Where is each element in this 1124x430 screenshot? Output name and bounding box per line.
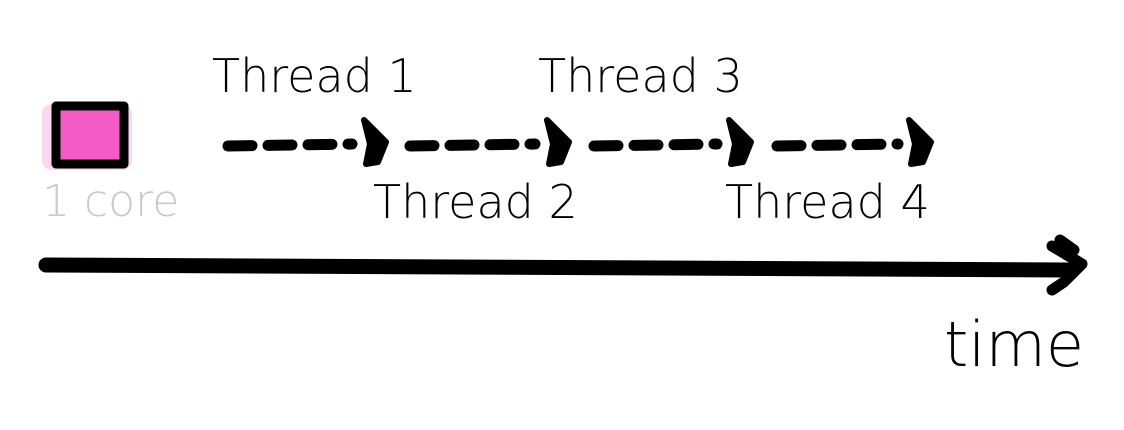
time-axis-arrowhead-icon <box>1046 234 1088 296</box>
thread-3-dashes <box>588 138 723 152</box>
thread-3-label: Thread 3 <box>538 49 743 103</box>
thread-1-label: Thread 1 <box>212 49 417 103</box>
thread-1-segment <box>222 117 389 167</box>
thread-2-arrowhead-icon <box>544 117 572 167</box>
thread-3-arrowhead-icon <box>726 117 754 167</box>
thread-2-dashes <box>404 138 541 152</box>
thread-4-label: Thread 4 <box>725 175 930 229</box>
time-axis <box>38 234 1088 296</box>
core-square <box>51 101 129 169</box>
thread-4-dashes <box>771 138 904 152</box>
time-label: time <box>944 308 1084 381</box>
thread-2-segment <box>404 117 572 167</box>
core-label: 1 core <box>42 176 179 227</box>
thread-3-segment <box>588 117 754 167</box>
thread-2-label: Thread 2 <box>373 175 578 229</box>
core-icon <box>42 101 132 170</box>
thread-1-arrowhead-icon <box>361 117 389 167</box>
thread-4-segment <box>771 117 934 167</box>
thread-4-arrowhead-icon <box>906 117 934 167</box>
time-axis-line <box>38 257 1078 278</box>
thread-1-dashes <box>222 138 358 152</box>
